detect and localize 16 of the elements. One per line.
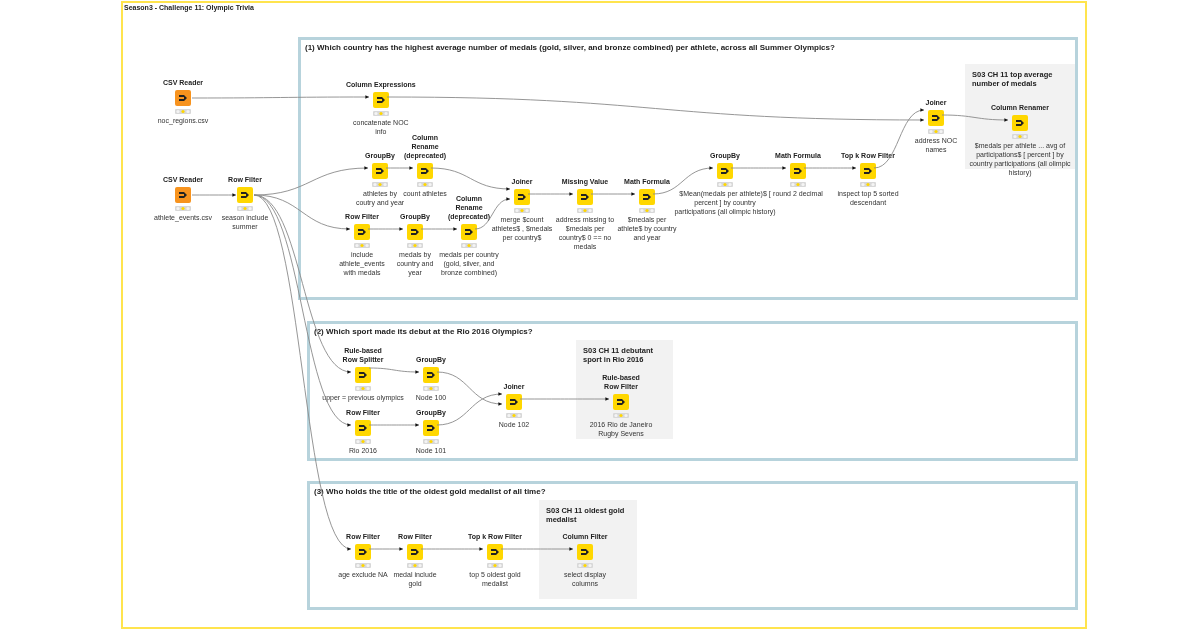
workflow-node: [836, 150, 900, 208]
workflow-node: [967, 102, 1073, 178]
workflow-node: [914, 97, 958, 155]
annotation-frame: [298, 37, 1078, 300]
annotation-box: [539, 500, 637, 599]
workflow-node: [338, 531, 388, 580]
annotation-text: (1) Which country has the highest average number of medals (gold, silver, and bronze combined) per athlete, across all Summer Olympics?: [305, 43, 836, 53]
annotation-box: [576, 340, 673, 439]
annotation-frame: [307, 481, 1078, 610]
annotation-text: (2) Which sport made its debut at the Rio 2016 Olympics?: [314, 327, 534, 337]
workflow-node: [346, 79, 416, 137]
annotation-frame: [307, 321, 1078, 461]
workflow-node: [773, 150, 823, 199]
workflow-node: [320, 345, 406, 403]
workflow-node: [489, 176, 555, 243]
annotation-text: (3) Who holds the title of the oldest gold medalist of all time?: [314, 487, 547, 497]
